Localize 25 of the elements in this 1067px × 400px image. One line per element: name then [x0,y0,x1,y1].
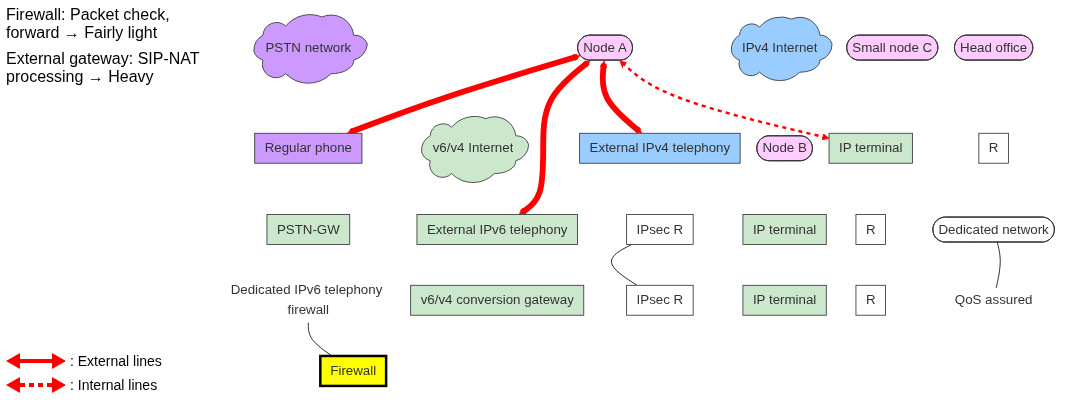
node-box: External IPv6 telephony [416,213,578,245]
legend-text: : Internal lines [70,377,158,393]
node-box: PSTN-GW [266,213,351,245]
node-box: IP terminal [742,213,827,245]
node-box: R [978,132,1009,164]
legend-text: : External lines [70,353,162,369]
node-box: IPsec R [626,284,694,316]
node-box: Firewall [319,354,388,387]
node-box: IP terminal [828,132,913,164]
node-box: IP terminal [742,284,827,316]
node-box: v6/v4 conversion gateway [410,284,585,316]
node-box: R [855,284,886,316]
arrow [347,53,581,135]
node-box: IPsec R [626,213,694,245]
arrow [599,60,643,134]
node-box: Regular phone [254,132,363,164]
node-text: QoS assured [954,292,1033,307]
node-text: Dedicated IPv6 telephony firewall [230,282,383,317]
note-text: Firewall: Packet check, forward → Fairly light [6,6,171,42]
node-box: R [855,213,886,245]
note-text: External gateway: SIP-NAT processing → Heavy [6,50,201,86]
node-box: External IPv4 telephony [579,132,741,164]
arrow [518,60,591,215]
connector [995,241,1001,288]
arrow [619,60,830,141]
